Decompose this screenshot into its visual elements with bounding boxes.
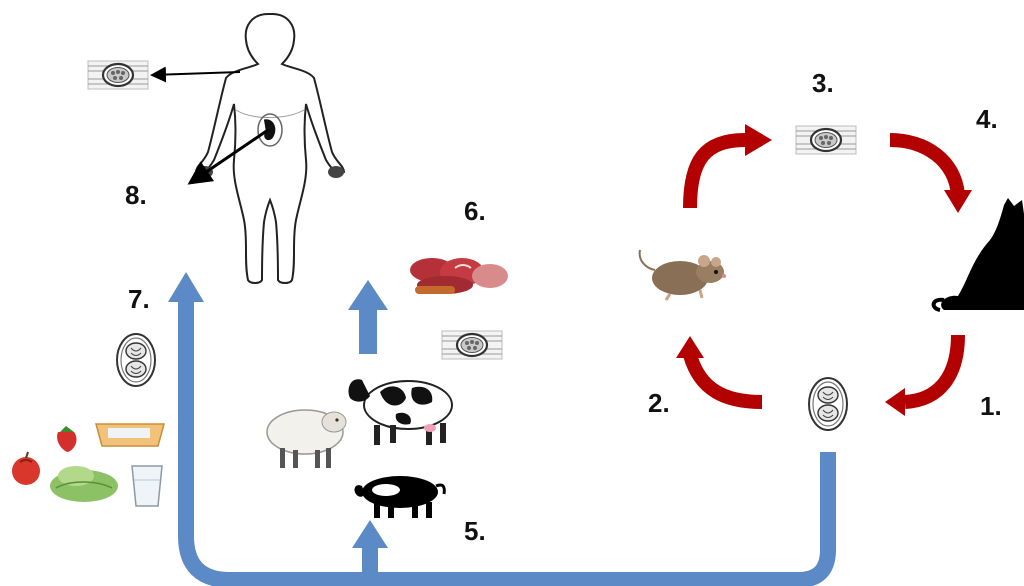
step-label-2: 2.: [648, 390, 670, 416]
apple-icon: [12, 452, 40, 485]
oocyst-icon: [117, 334, 155, 386]
pig-icon: [355, 476, 445, 518]
step-label-3: 3.: [812, 70, 834, 96]
tissue-cyst-icon: [796, 126, 856, 154]
cat-icon: [934, 198, 1024, 310]
tissue-cyst-icon: [88, 61, 148, 89]
pointer-arrow: [152, 72, 240, 75]
step-label-1: 1.: [980, 393, 1002, 419]
red-cycle-arrows: [690, 140, 958, 402]
human-body-icon: [196, 14, 344, 283]
water-glass-icon: [132, 466, 162, 506]
blue-arrowheads: [168, 272, 388, 548]
meat-icon: [410, 258, 508, 294]
cow-icon: [349, 379, 453, 445]
lettuce-icon: [50, 466, 118, 502]
step-label-7: 7.: [128, 286, 150, 312]
step-label-8: 8.: [125, 182, 147, 208]
tray-icon: [96, 424, 164, 446]
step-label-4: 4.: [976, 106, 998, 132]
step-label-6: 6.: [464, 198, 486, 224]
step-label-5: 5.: [464, 518, 486, 544]
mouse-icon: [640, 250, 726, 300]
oocyst-icon: [809, 378, 847, 430]
blue-up-arrow-shaft: [359, 308, 377, 354]
blue-up-arrow-head: [348, 280, 388, 310]
sheep-icon: [267, 410, 346, 468]
strawberry-icon: [57, 426, 76, 452]
tissue-cyst-icon: [442, 331, 502, 359]
